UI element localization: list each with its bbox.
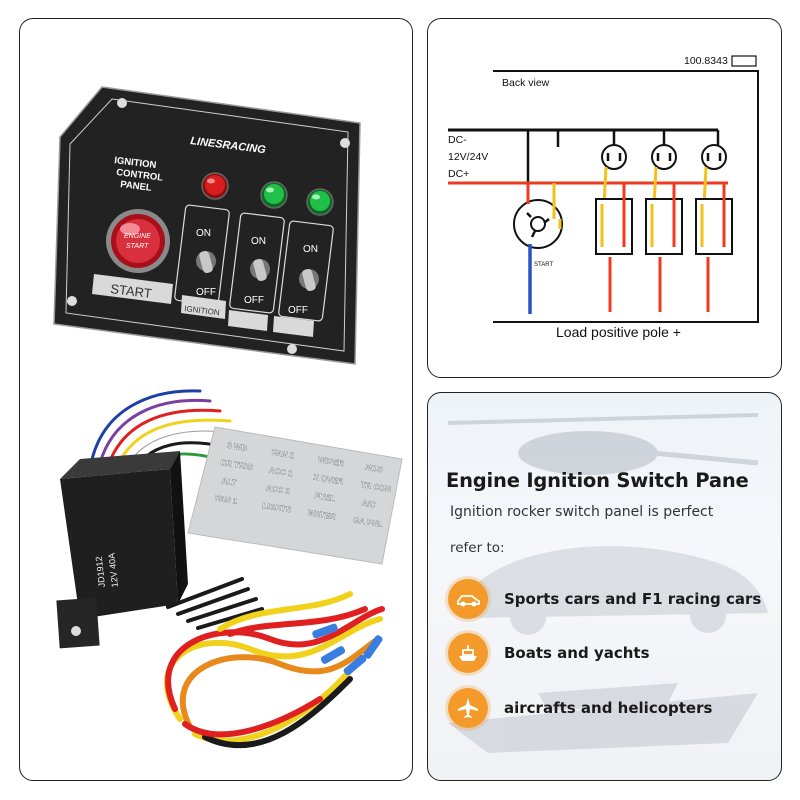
svg-text:OFF: OFF — [196, 287, 216, 298]
promo-refer: refer to: — [450, 540, 505, 556]
load-label: Load positive pole + — [556, 324, 681, 340]
wire-harness — [163, 591, 385, 749]
relay: JD1912 12V 40A — [56, 451, 188, 649]
svg-text:FAN 1: FAN 1 — [214, 494, 238, 507]
svg-text:OFF: OFF — [244, 295, 264, 306]
start-switch-label: START — [534, 262, 553, 268]
relay-marking-1: JD1912 — [94, 556, 107, 588]
wiring-diagram-card: 100.8343 Back view DC- 12V/24V DC+ — [427, 18, 782, 378]
lamp-2 — [651, 144, 677, 170]
panel-title-1: IGNITION — [114, 155, 157, 171]
part-number: 100.8343 — [684, 55, 728, 67]
race-car-icon — [448, 579, 488, 619]
yacht-silhouette — [448, 683, 758, 753]
svg-text:ON: ON — [251, 236, 266, 247]
use-label-aircraft: aircrafts and helicopters — [504, 699, 713, 717]
dc-plus-label: DC+ — [448, 168, 469, 180]
relay-marking-2: 12V 40A — [106, 552, 120, 587]
toggle-switch-2: ON OFF — [229, 212, 285, 314]
ignition-label: IGNITION — [184, 304, 221, 317]
svg-text:NOS: NOS — [365, 463, 384, 475]
svg-text:3 WB: 3 WB — [227, 441, 248, 453]
voltage-label: 12V/24V — [448, 151, 488, 163]
use-item-boats: Boats and yachts — [448, 633, 650, 673]
use-label-boats: Boats and yachts — [504, 644, 650, 662]
svg-text:ACC 2: ACC 2 — [265, 483, 291, 496]
indicator-light-green-1 — [260, 181, 288, 209]
engine-label-1: ENGINE — [124, 233, 151, 240]
product-photo-card: LINESRACING IGNITION CONTROL PANEL — [19, 18, 413, 781]
product-illustration: LINESRACING IGNITION CONTROL PANEL — [53, 86, 403, 749]
switch-panel: LINESRACING IGNITION CONTROL PANEL — [53, 86, 361, 365]
promo-card: Engine Ignition Switch Pane Ignition roc… — [427, 392, 782, 781]
wiring-diagram: 100.8343 Back view DC- 12V/24V DC+ — [448, 55, 759, 340]
airplane-icon — [448, 688, 488, 728]
engine-start-button: ENGINE START — [106, 209, 170, 273]
engine-label-2: START — [126, 243, 149, 250]
panel-title-3: PANEL — [120, 179, 153, 194]
dc-minus-label: DC- — [448, 134, 467, 146]
svg-text:WIPER: WIPER — [317, 455, 345, 468]
helicopter-silhouette — [447, 413, 759, 475]
lamp-1 — [601, 144, 627, 170]
use-item-cars: Sports cars and F1 racing cars — [448, 579, 761, 619]
indicator-light-red — [201, 172, 229, 200]
use-label-cars: Sports cars and F1 racing cars — [504, 590, 762, 608]
use-item-aircraft: aircrafts and helicopters — [448, 688, 712, 728]
svg-text:FUEL: FUEL — [314, 491, 336, 503]
promo-background — [447, 413, 768, 753]
sports-car-silhouette — [468, 546, 768, 635]
promo-subtitle: Ignition rocker switch panel is perfect — [450, 504, 714, 520]
svg-text:ACC 1: ACC 1 — [268, 466, 294, 479]
boat-icon — [448, 633, 488, 673]
svg-text:ON: ON — [196, 228, 211, 239]
svg-text:A/C: A/C — [361, 499, 376, 510]
wire-connectors — [312, 623, 383, 676]
svg-text:OFF: OFF — [288, 305, 308, 316]
start-switch: START — [513, 199, 563, 268]
svg-text:ON: ON — [303, 244, 318, 255]
label-sheet: 3 WB FAN 2 WIPER NOS CR TRIG ACC 1 X OVE… — [187, 426, 403, 565]
svg-text:ALT: ALT — [221, 476, 237, 487]
indicator-light-green-2 — [306, 188, 334, 216]
svg-text:FAN 2: FAN 2 — [271, 448, 295, 461]
promo-headline: Engine Ignition Switch Pane — [446, 469, 749, 492]
toggle-switch-3: ON OFF — [278, 220, 334, 322]
back-view-label: Back view — [502, 77, 550, 89]
lamp-3 — [701, 144, 727, 170]
start-label: START — [110, 281, 153, 301]
screws — [166, 577, 264, 630]
